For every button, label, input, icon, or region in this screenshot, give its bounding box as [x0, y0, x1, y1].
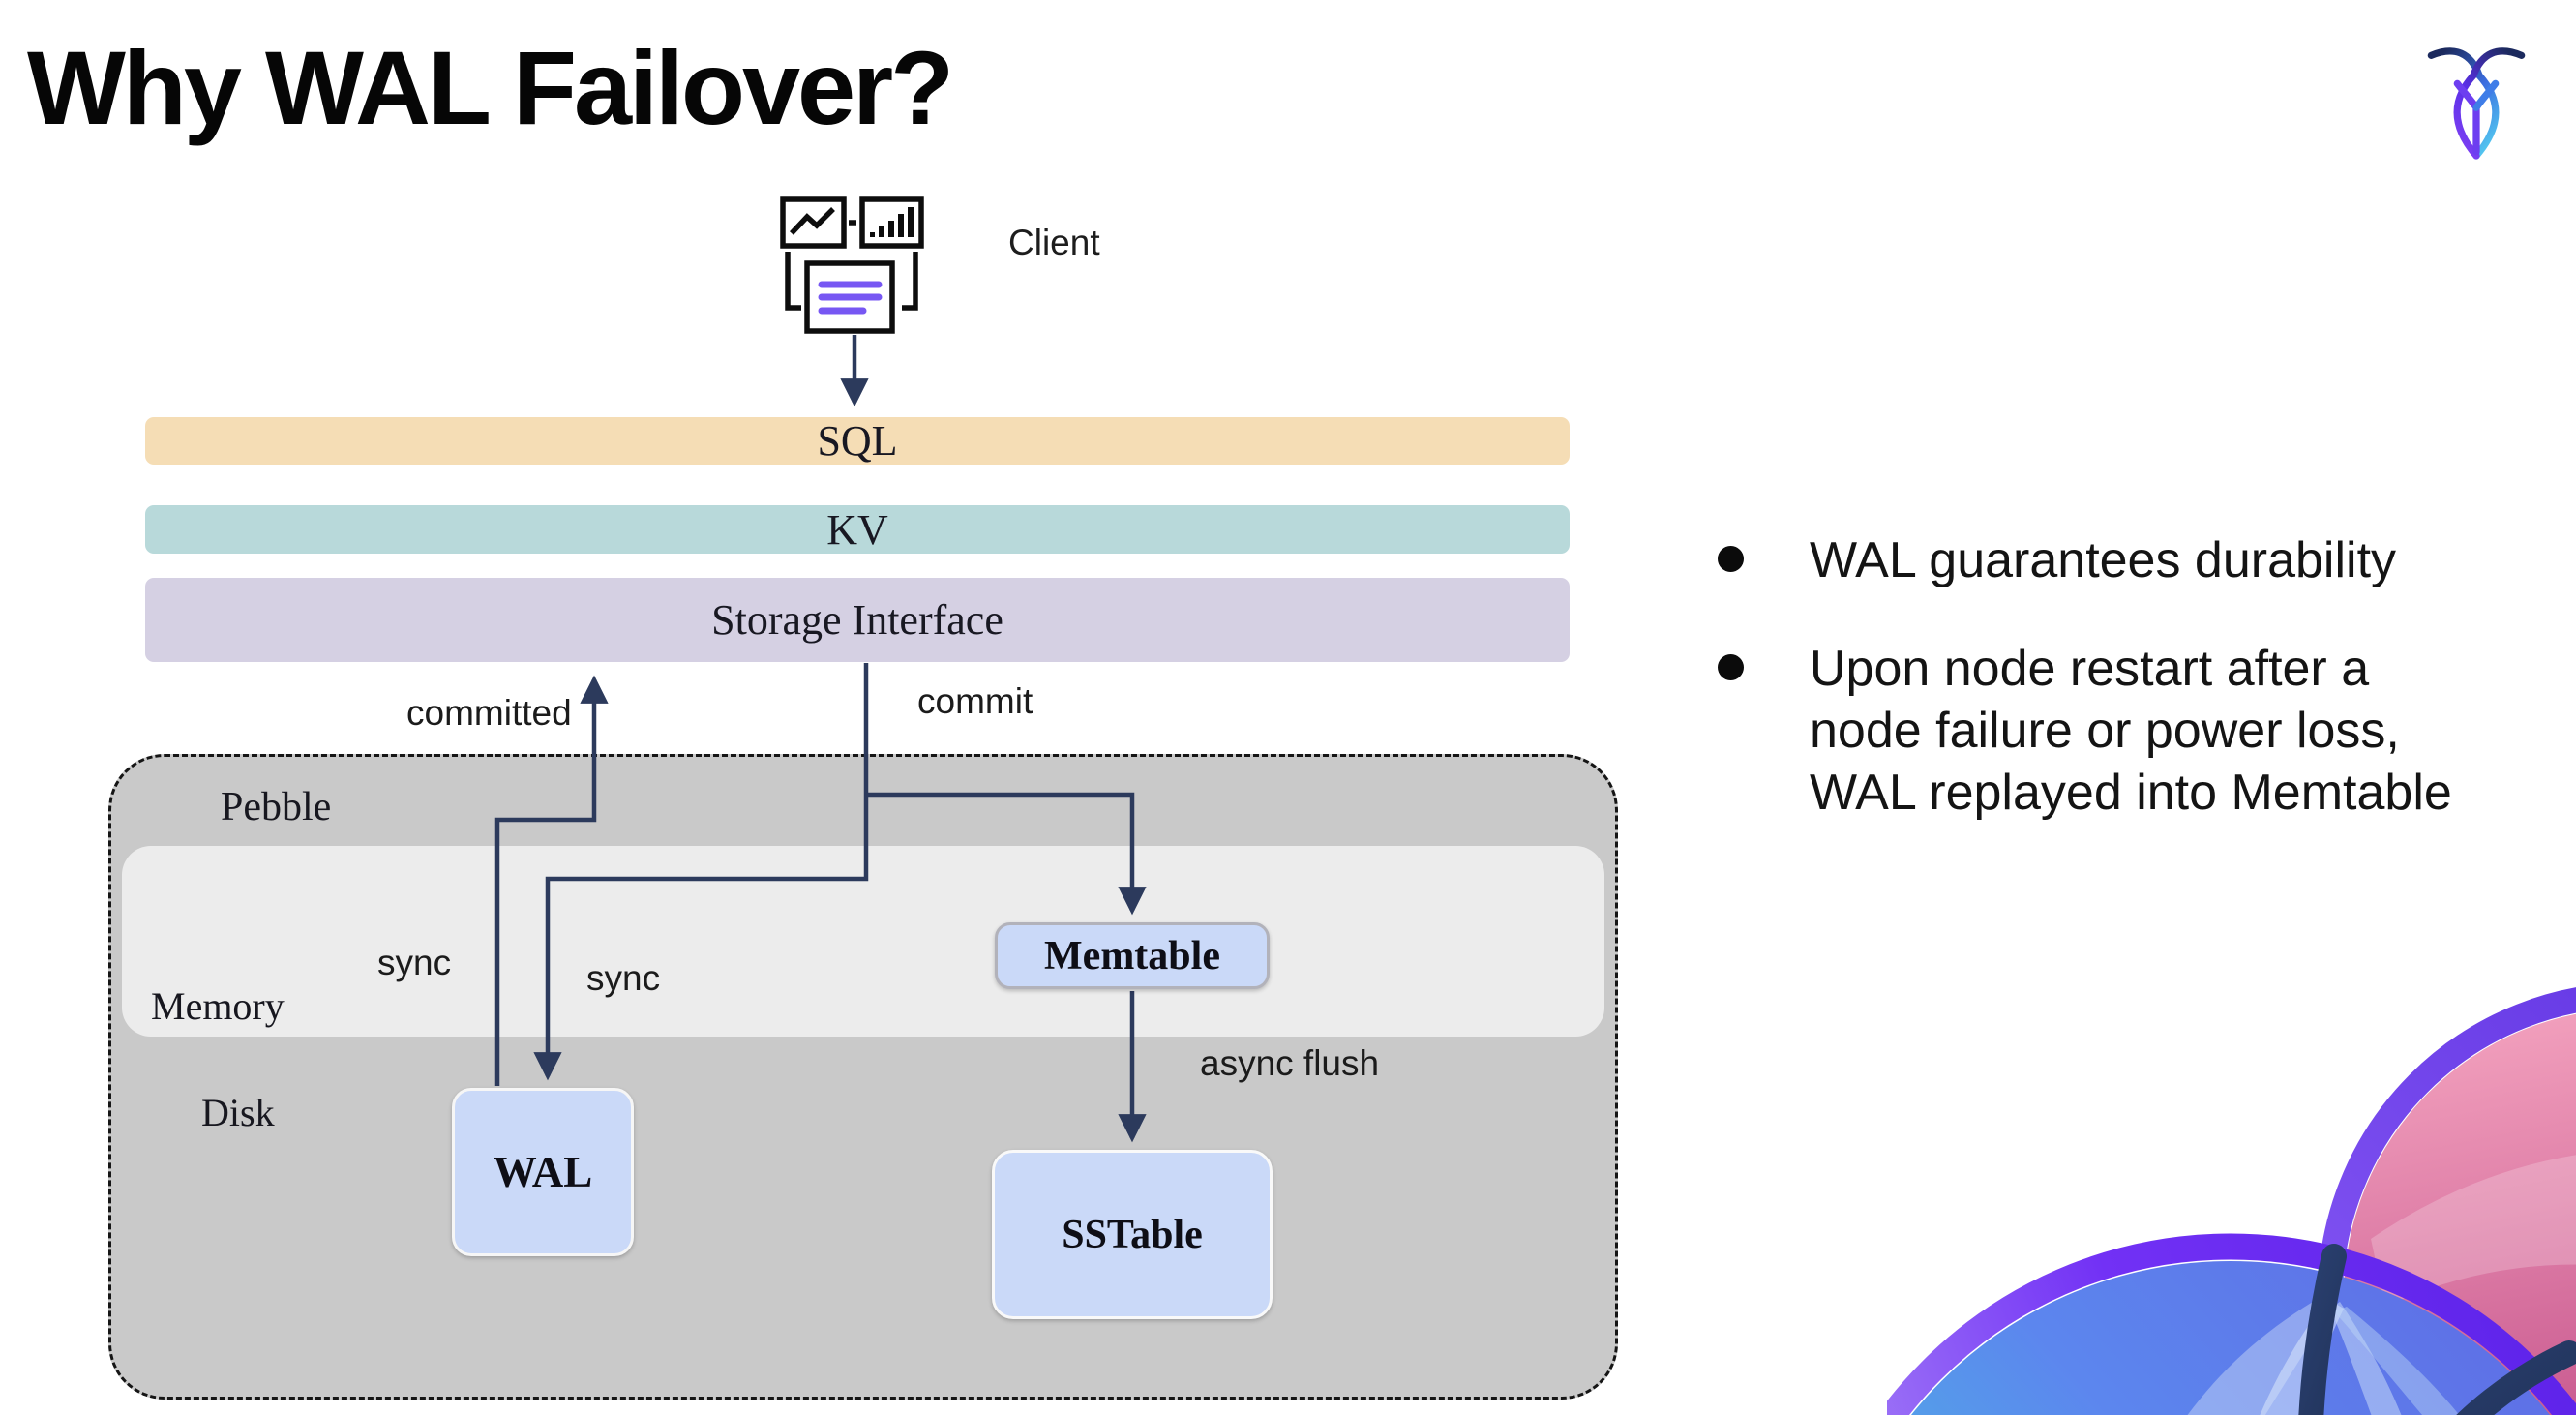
node-wal: WAL — [452, 1088, 634, 1256]
layer-sql-label: SQL — [817, 417, 898, 465]
node-sstable-label: SSTable — [1062, 1212, 1203, 1257]
bullet-text: WAL guarantees durability — [1810, 532, 2397, 588]
edge-label-commit: commit — [917, 681, 1033, 721]
edge-label-sync-right: sync — [586, 958, 661, 998]
cockroachdb-logo-icon — [2427, 47, 2526, 160]
bullet-text: Upon node restart after a node failure o… — [1810, 640, 2452, 821]
layer-storage-interface: Storage Interface — [145, 578, 1570, 662]
bullet-icon — [1718, 653, 1744, 680]
layer-kv: KV — [145, 505, 1570, 554]
bracket-left — [785, 252, 801, 311]
memory-region — [122, 846, 1604, 1037]
layer-storage-label: Storage Interface — [711, 596, 1003, 644]
disk-label: Disk — [201, 1091, 275, 1134]
edge-label-async-flush: async flush — [1200, 1043, 1380, 1083]
layer-sql: SQL — [145, 417, 1570, 465]
memory-label: Memory — [151, 984, 285, 1028]
list-item: Upon node restart after a node failure o… — [1718, 639, 2521, 825]
layer-kv-label: KV — [826, 505, 888, 554]
client-icon — [780, 196, 924, 334]
client-label: Client — [1008, 223, 1100, 262]
node-wal-label: WAL — [493, 1148, 593, 1196]
bracket-right — [902, 252, 918, 311]
node-sstable: SSTable — [992, 1150, 1273, 1319]
bullet-list: WAL guarantees durability Upon node rest… — [1718, 530, 2521, 825]
corner-artwork — [1887, 987, 2576, 1415]
node-memtable-label: Memtable — [1044, 933, 1220, 978]
edge-label-committed: committed — [406, 693, 572, 733]
bullet-icon — [1718, 546, 1744, 572]
line-chart-icon — [780, 196, 847, 249]
pebble-label: Pebble — [221, 785, 332, 829]
edge-label-sync-left: sync — [377, 943, 452, 982]
page-title: Why WAL Failover? — [27, 29, 954, 146]
list-item: WAL guarantees durability — [1718, 530, 2521, 592]
node-memtable: Memtable — [995, 922, 1270, 989]
